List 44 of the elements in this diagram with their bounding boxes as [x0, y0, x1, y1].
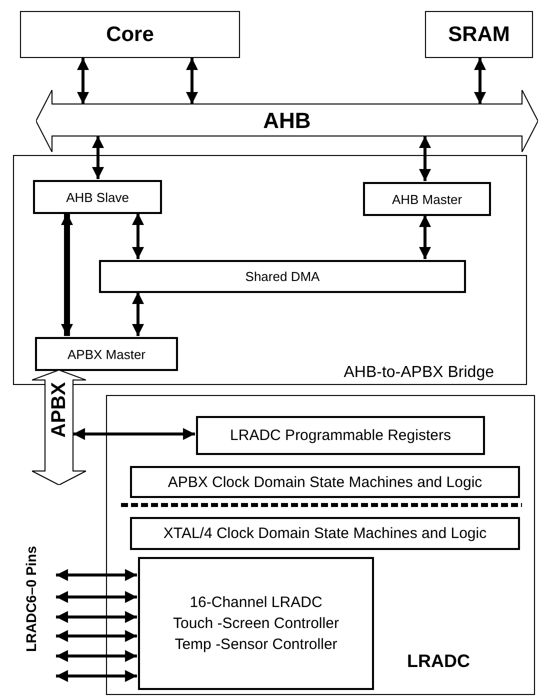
block-box	[99, 260, 466, 293]
block-label: XTAL/4 Clock Domain State Machines and Logic	[163, 526, 487, 541]
bus-label: AHB	[263, 110, 311, 132]
double-arrow	[92, 136, 104, 179]
block-box	[130, 517, 520, 550]
block-box	[35, 337, 178, 371]
block-box	[130, 466, 520, 498]
double-arrow	[56, 591, 137, 603]
double-arrow	[132, 213, 144, 259]
double-arrow	[419, 215, 431, 259]
double-arrow	[56, 569, 137, 581]
block-label: AHB-to-APBX Bridge	[344, 363, 494, 383]
block-label: APBX Master	[67, 348, 146, 360]
block-label: Shared DMA	[245, 270, 320, 283]
double-arrow	[61, 213, 73, 336]
block-box	[425, 11, 533, 58]
double-arrow	[474, 58, 486, 104]
block-box	[33, 180, 162, 214]
double-arrow	[77, 58, 89, 104]
bus-label: APBX	[49, 382, 69, 438]
pins-label: LRADC6–0 Pins	[24, 546, 38, 652]
double-arrow	[186, 58, 198, 104]
double-arrow	[56, 650, 137, 662]
block-label: 16-Channel LRADC	[190, 593, 322, 613]
block-label: Temp -Sensor Controller	[174, 635, 338, 655]
block-label: SRAM	[448, 24, 510, 45]
double-arrow	[56, 670, 137, 682]
block-label: LRADC Programmable Registers	[230, 428, 451, 443]
block-box	[106, 395, 535, 695]
double-arrow	[419, 136, 431, 181]
block-label: Touch -Screen Controller	[173, 614, 339, 634]
block-label: LRADC	[407, 652, 470, 670]
block-label: AHB Slave	[66, 190, 129, 204]
block-box	[196, 416, 485, 455]
double-arrow	[132, 292, 144, 336]
double-arrow	[73, 428, 195, 440]
block-label: Core	[106, 24, 154, 45]
block-label: APBX Clock Domain State Machines and Logic	[168, 474, 482, 490]
block-box	[363, 182, 491, 216]
double-arrow	[56, 611, 137, 623]
block-box	[138, 557, 374, 690]
block-box	[20, 11, 240, 58]
double-arrow	[56, 630, 137, 642]
block-label: AHB Master	[392, 192, 462, 206]
